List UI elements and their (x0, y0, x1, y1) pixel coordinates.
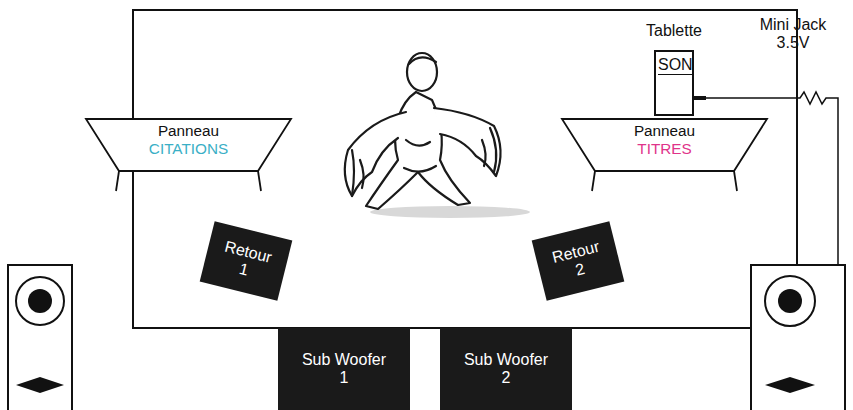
quotes-panel: PanneauCITATIONS (86, 119, 291, 191)
device-label: SON (658, 56, 693, 75)
box-label: Sub Woofer 1 (299, 351, 389, 388)
device-heading: Tablette (646, 22, 702, 40)
audio-wire (694, 92, 838, 265)
box-label: Retour 2 (544, 236, 611, 286)
box-label: Retour 1 (212, 236, 279, 286)
dancer-figure (345, 53, 530, 218)
titles-panel: PanneauTITRES (562, 119, 767, 191)
monitor-speaker: Retour 2 (532, 221, 625, 301)
sound-tablet: TabletteSON (654, 50, 694, 116)
subwoofer: Sub Woofer 2 (440, 328, 572, 410)
monitor-speaker: Retour 1 (200, 221, 293, 301)
panel-subtitle: TITRES (562, 140, 767, 158)
panel-subtitle: CITATIONS (86, 140, 291, 158)
panel-title: Panneau (562, 122, 767, 140)
loudspeaker-right (751, 265, 845, 410)
connector-label: Mini Jack 3.5V (752, 16, 834, 53)
loudspeaker-left (8, 265, 72, 410)
panel-title: Panneau (86, 122, 291, 140)
subwoofer: Sub Woofer 1 (278, 328, 410, 410)
box-label: Sub Woofer 2 (461, 351, 551, 388)
